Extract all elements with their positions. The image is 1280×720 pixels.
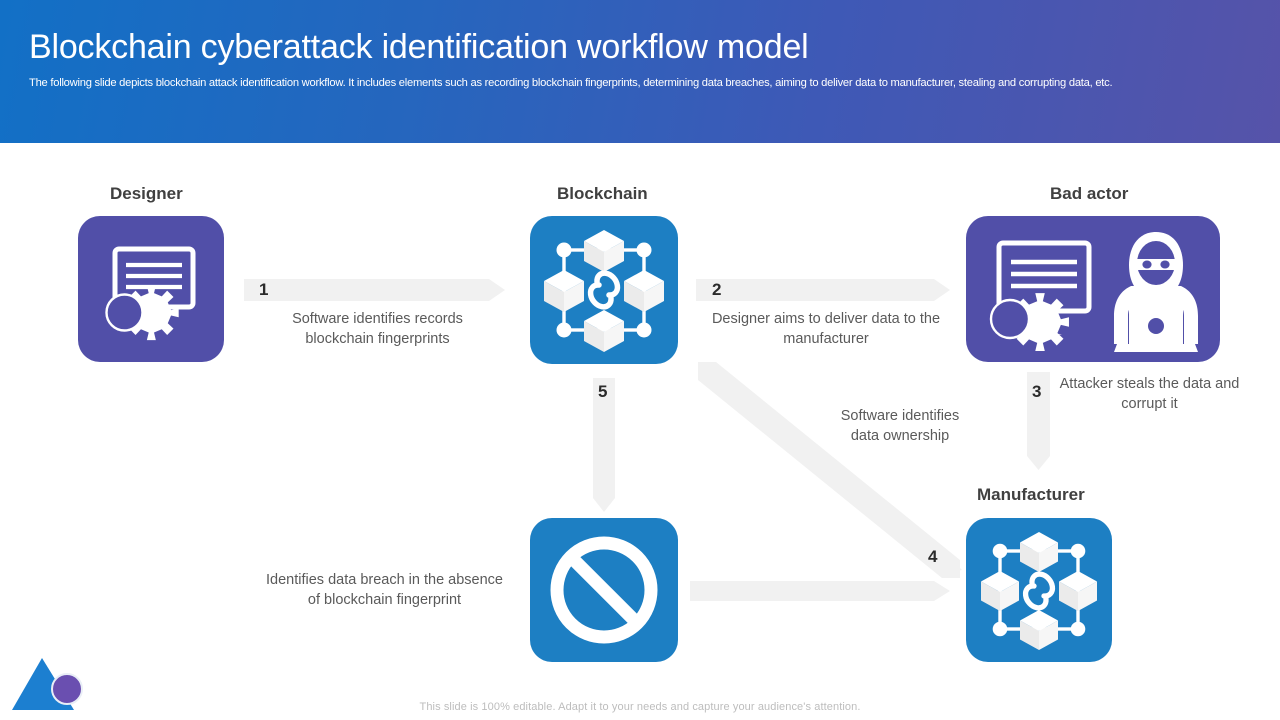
entity-box-bad-actor[interactable] xyxy=(966,216,1220,362)
chain-link-icon xyxy=(587,270,621,310)
page-title: Blockchain cyberattack identification wo… xyxy=(29,28,809,66)
prohibition-icon xyxy=(550,536,658,644)
entity-box-designer[interactable] xyxy=(78,216,224,362)
brand-logo xyxy=(12,658,83,710)
blockchain-network-icon xyxy=(544,230,664,352)
step-arrow-3 xyxy=(1027,372,1050,470)
blockchain-network-icon xyxy=(981,532,1097,650)
step-text-3: Attacker steals the data and corrupt it xyxy=(1059,376,1240,412)
entity-box-manufacturer[interactable] xyxy=(966,518,1112,662)
step-number-4: 4 xyxy=(928,547,938,566)
monitor-gear-icon xyxy=(105,246,196,341)
step-text-2: Designer aims to deliver data to the man… xyxy=(711,311,941,347)
step-text-4: Software identifies data ownership xyxy=(840,408,960,444)
hacker-laptop-monitor-icon xyxy=(989,232,1198,352)
step-number-5: 5 xyxy=(598,382,608,401)
entity-box-blockchain[interactable] xyxy=(530,216,678,364)
step-arrow-5 xyxy=(593,378,615,512)
chain-link-icon xyxy=(1022,571,1056,611)
step-number-1: 1 xyxy=(259,280,269,299)
entity-box-no-entry[interactable] xyxy=(530,518,678,662)
bottom-arrow xyxy=(690,581,950,601)
step-text-1: Software identifies records blockchain f… xyxy=(292,311,463,347)
step-arrow-4 xyxy=(690,360,970,580)
slide-header: Blockchain cyberattack identification wo… xyxy=(0,0,1280,143)
step-number-3: 3 xyxy=(1032,382,1042,401)
step-arrow-2 xyxy=(696,279,950,301)
entity-label-blockchain: Blockchain xyxy=(557,184,648,203)
entity-label-manufacturer: Manufacturer xyxy=(977,485,1085,504)
step-text-5: Identifies data breach in the absence of… xyxy=(266,572,503,608)
step-number-2: 2 xyxy=(712,280,722,299)
footer-note: This slide is 100% editable. Adapt it to… xyxy=(419,701,861,713)
hacker-figure xyxy=(1114,232,1198,352)
entity-label-designer: Designer xyxy=(110,184,183,203)
gear-shape xyxy=(105,285,179,341)
page-subtitle: The following slide depicts blockchain a… xyxy=(29,77,1113,89)
step-arrow-1 xyxy=(244,279,505,301)
entity-label-bad-actor: Bad actor xyxy=(1050,184,1129,203)
